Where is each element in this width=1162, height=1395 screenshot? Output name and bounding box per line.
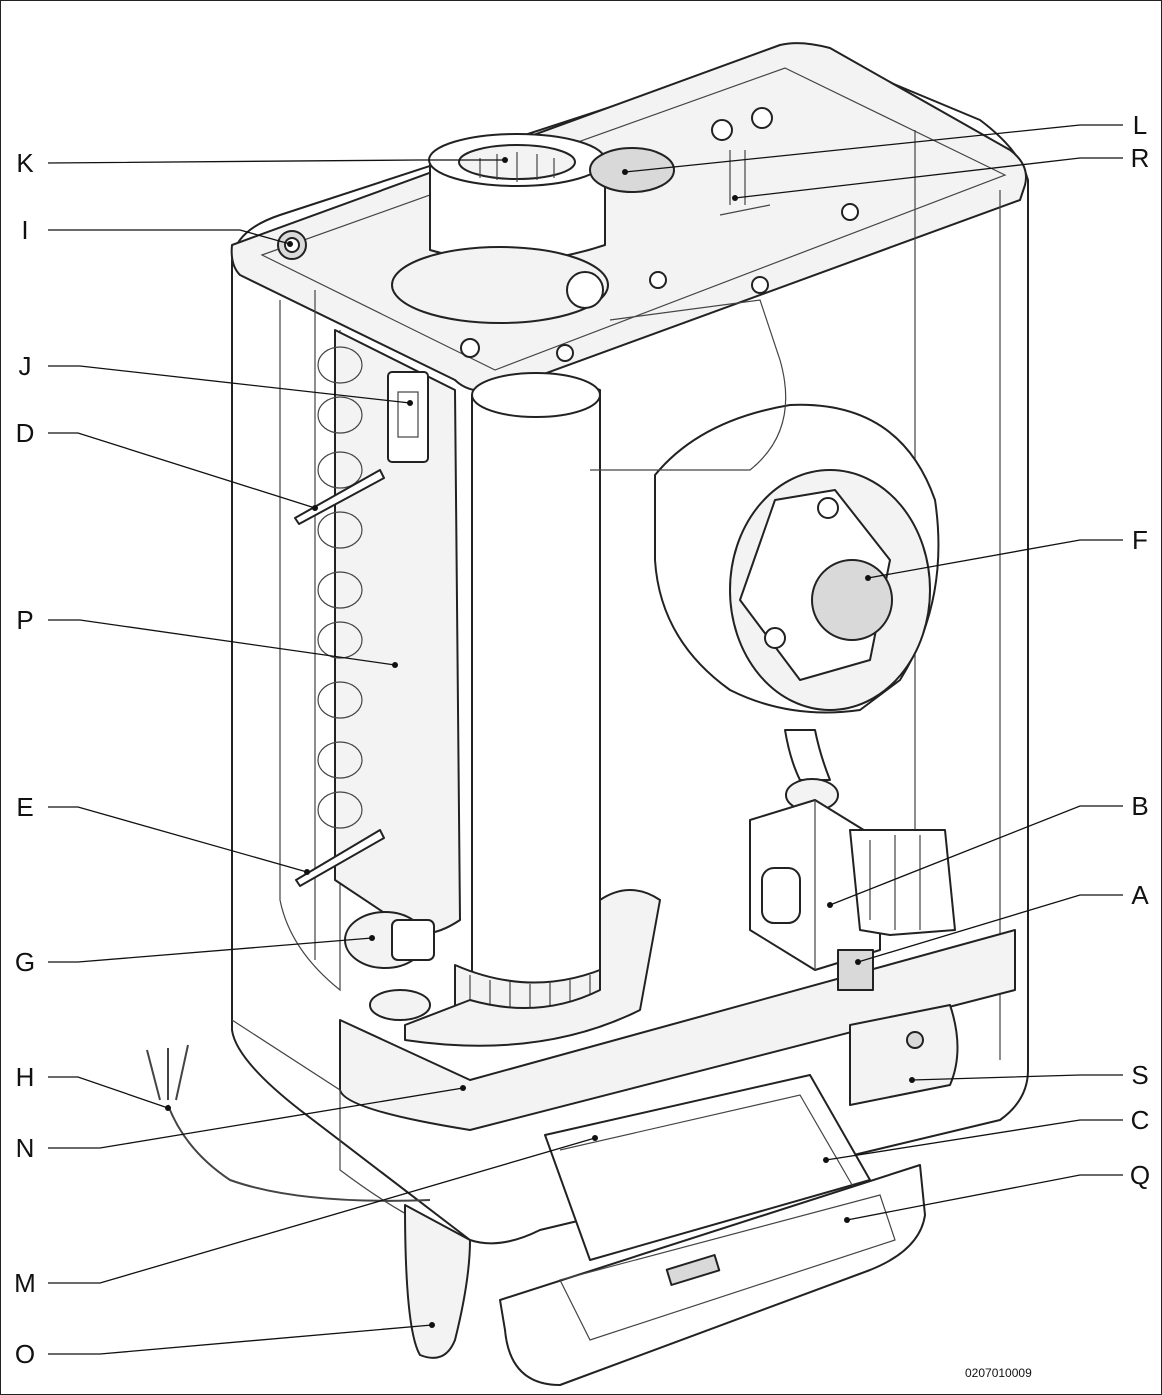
leader-line-C (825, 1119, 1123, 1161)
air-inlet (589, 147, 675, 193)
flow-pipe-sensor (294, 469, 385, 525)
display-window (665, 1254, 721, 1286)
leader-line-N (48, 1087, 464, 1149)
leader-line-M (48, 1137, 596, 1284)
callout-label-D: D (15, 418, 35, 448)
leader-line-D (48, 432, 316, 509)
condensate-sump (404, 889, 661, 1047)
callout-label-K: K (16, 148, 34, 178)
callout-label-Q: Q (1129, 1160, 1151, 1190)
callout-label-F: F (1132, 525, 1148, 555)
callout-label-P: P (16, 605, 34, 635)
callout-label-B: B (1131, 791, 1149, 821)
callout-label-L: L (1132, 110, 1148, 140)
heat-exchanger-fins (317, 346, 363, 829)
callout-label-H: H (15, 1062, 35, 1092)
leader-line-B (829, 805, 1123, 906)
leader-line-E (48, 806, 308, 873)
callout-label-E: E (16, 792, 34, 822)
leader-line-L (624, 124, 1123, 173)
air-intake-ring (391, 246, 609, 324)
leader-line-F (867, 539, 1123, 579)
callout-label-J: J (18, 351, 32, 381)
leader-line-J (48, 365, 411, 404)
control-panel-housing (544, 1074, 871, 1261)
leader-line-R (734, 157, 1123, 199)
leader-line-Q (846, 1174, 1123, 1221)
leader-line-H (48, 1076, 169, 1109)
callout-label-A: A (1131, 880, 1149, 910)
callout-label-O: O (14, 1339, 36, 1369)
callout-label-G: G (14, 947, 36, 977)
leader-lines (47, 124, 1123, 1355)
callout-label-S: S (1131, 1060, 1149, 1090)
wiring-strip (837, 949, 874, 991)
callout-label-N: N (15, 1133, 35, 1163)
temperature-sensor (387, 371, 429, 463)
return-pipe-sensor (295, 829, 385, 887)
gas-valve-label (761, 867, 801, 924)
leader-line-P (48, 619, 396, 666)
leader-line-G (48, 937, 373, 963)
leader-line-S (911, 1074, 1123, 1081)
gas-valve-connectors (849, 829, 956, 936)
callout-label-I: I (21, 215, 29, 245)
gas-supply-pipe (784, 729, 831, 781)
flue-test-point (566, 271, 604, 309)
leader-line-I (48, 229, 291, 245)
power-cable (167, 1104, 431, 1202)
document-number: 0207010009 (965, 1366, 1032, 1380)
fan-outlet-duct (590, 299, 787, 471)
leader-line-A (857, 894, 1123, 963)
combustion-pipe (471, 377, 601, 989)
leader-line-O (48, 1324, 433, 1355)
leader-line-K (47, 159, 505, 164)
callout-label-C: C (1130, 1105, 1150, 1135)
left-inner-panel (279, 300, 341, 992)
control-panel-door (499, 1164, 926, 1386)
condensate-drain-hose (404, 1204, 471, 1359)
callout-label-M: M (14, 1268, 36, 1298)
callout-label-R: R (1130, 143, 1150, 173)
fan-inlet (811, 559, 893, 641)
